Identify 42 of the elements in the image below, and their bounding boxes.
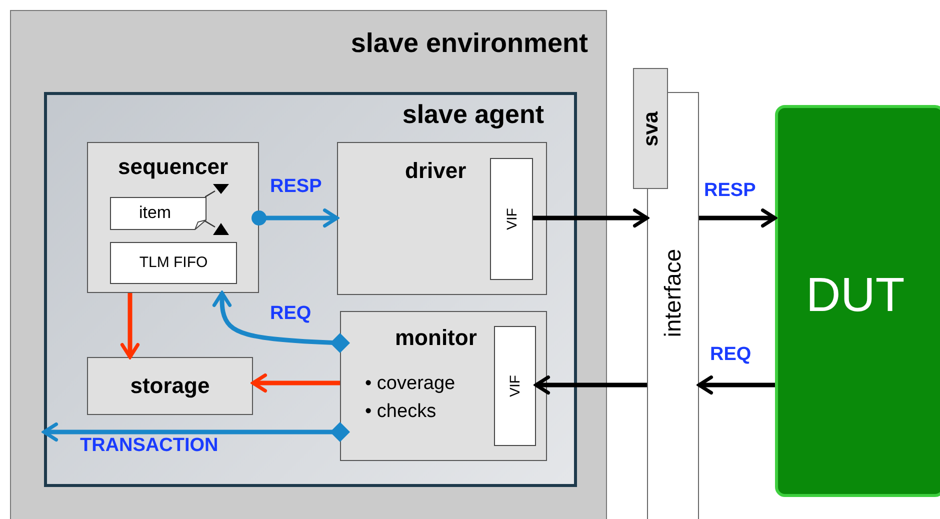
device-block [775, 105, 940, 497]
arrow [533, 208, 649, 228]
panel-heading: slave agent [402, 100, 544, 129]
component-box [337, 142, 547, 295]
port-label: VIF [504, 208, 520, 230]
panel-heading: slave environment [350, 29, 588, 59]
component-box [87, 357, 253, 415]
edge-label: RESP [270, 176, 322, 198]
edge-label: REQ [270, 303, 312, 325]
port-label: VIF [507, 375, 523, 397]
arrow [212, 291, 350, 353]
fifo-box [110, 242, 237, 284]
arrow [699, 208, 777, 228]
component-title: sequencer [116, 155, 230, 180]
agent-panel [44, 92, 577, 487]
device-label: DUT [806, 270, 905, 323]
fifo-label: TLM FIFO [138, 255, 209, 272]
interface-port [494, 326, 536, 446]
assertion-box [633, 68, 668, 189]
component-title: storage [129, 374, 211, 398]
interface-port [490, 158, 533, 280]
component-box [87, 142, 259, 293]
bullet-item: • checks [365, 402, 436, 423]
component-title: driver [405, 159, 466, 184]
arrow [42, 422, 350, 442]
environment-panel [10, 10, 607, 519]
arrow [252, 208, 339, 228]
arrow [251, 373, 340, 393]
component-title: monitor [395, 326, 477, 350]
edge-label: RESP [704, 180, 756, 202]
item-shape [110, 197, 207, 230]
arrow [534, 375, 647, 395]
edge-label: REQ [710, 344, 752, 366]
bullet-item: • coverage [365, 374, 456, 395]
item-label: item [138, 204, 172, 223]
arrow [697, 375, 775, 395]
arrow [120, 293, 140, 359]
assertion-label: sva [638, 110, 662, 146]
interface-label: interface [660, 248, 686, 338]
interface-bar [647, 92, 699, 519]
edge-label: TRANSACTION [80, 435, 218, 457]
component-box [340, 311, 547, 461]
